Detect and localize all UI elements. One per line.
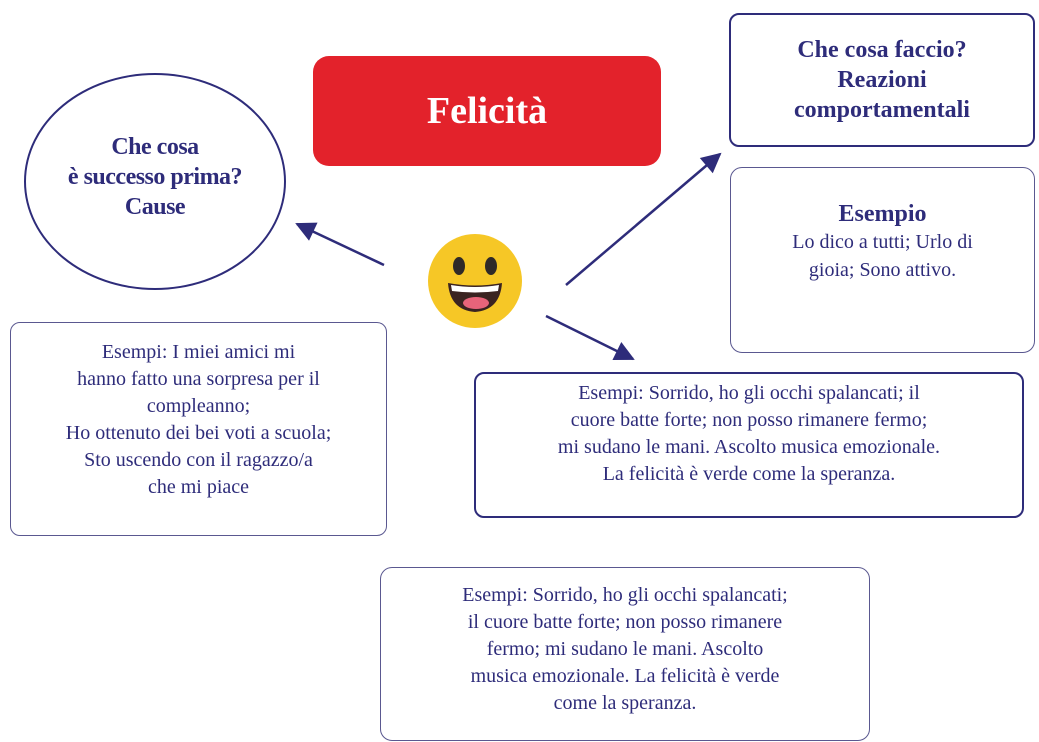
reactions-line: Che cosa faccio? xyxy=(797,37,967,63)
causes-examples-box: Esempi: I miei amici mi hanno fatto una … xyxy=(10,322,387,536)
body-example-line: mi sudano le mani. Ascolto musica emozio… xyxy=(557,436,941,458)
example-line: gioia; Sono attivo. xyxy=(808,259,957,281)
reactions-box: Che cosa faccio? Reazioni comportamental… xyxy=(729,13,1035,147)
body-example-line: cuore batte forte; non posso rimanere fe… xyxy=(570,409,928,431)
causes-example-line: Sto uscendo con il ragazzo/a xyxy=(84,449,313,471)
body-example-line: La felicità è verde come la speranza. xyxy=(602,463,896,485)
diagram-title: Felicità xyxy=(426,90,548,132)
causes-example-line: compleanno; xyxy=(146,395,251,417)
causes-example-line: Ho ottenuto dei bei voti a scuola; xyxy=(65,422,332,444)
arrow-to-reactions xyxy=(565,152,722,286)
causes-bubble-line: è successo prima? xyxy=(67,163,243,190)
example-body: Lo dico a tutti; Urlo di gioia; Sono att… xyxy=(731,228,1034,284)
example-heading: Esempio xyxy=(838,201,927,227)
title-box: Felicità xyxy=(313,56,661,166)
reaction-example-box: Esempio Lo dico a tutti; Urlo di gioia; … xyxy=(730,167,1035,353)
causes-bubble-line: Che cosa xyxy=(111,133,199,160)
arrow-to-body xyxy=(545,314,635,361)
bottom-example-line: Esempi: Sorrido, ho gli occhi spalancati… xyxy=(462,584,788,606)
causes-bubble-line: Cause xyxy=(124,193,186,220)
bottom-example-line: il cuore batte forte; non posso rimanere xyxy=(467,611,783,633)
causes-example-line: hanno fatto una sorpresa per il xyxy=(77,368,320,390)
bottom-example-line: fermo; mi sudano le mani. Ascolto xyxy=(486,638,764,660)
bottom-example-line: come la speranza. xyxy=(553,692,697,714)
bottom-examples-box: Esempi: Sorrido, ho gli occhi spalancati… xyxy=(380,567,870,741)
example-line: Lo dico a tutti; Urlo di xyxy=(792,231,973,253)
body-reactions-box: Esempi: Sorrido, ho gli occhi spalancati… xyxy=(474,372,1024,518)
causes-example-line: che mi piace xyxy=(147,476,250,498)
causes-bubble: Che cosa è successo prima? Cause xyxy=(24,73,286,290)
bottom-example-line: musica emozionale. La felicità è verde xyxy=(470,665,780,687)
causes-example-line: Esempi: I miei amici mi xyxy=(101,341,296,363)
body-example-line: Esempi: Sorrido, ho gli occhi spalancati… xyxy=(578,382,920,404)
reactions-line: Reazioni xyxy=(837,67,927,93)
reactions-line: comportamentali xyxy=(794,97,970,123)
arrow-to-causes xyxy=(295,222,385,267)
grinning-face-icon xyxy=(428,234,522,328)
